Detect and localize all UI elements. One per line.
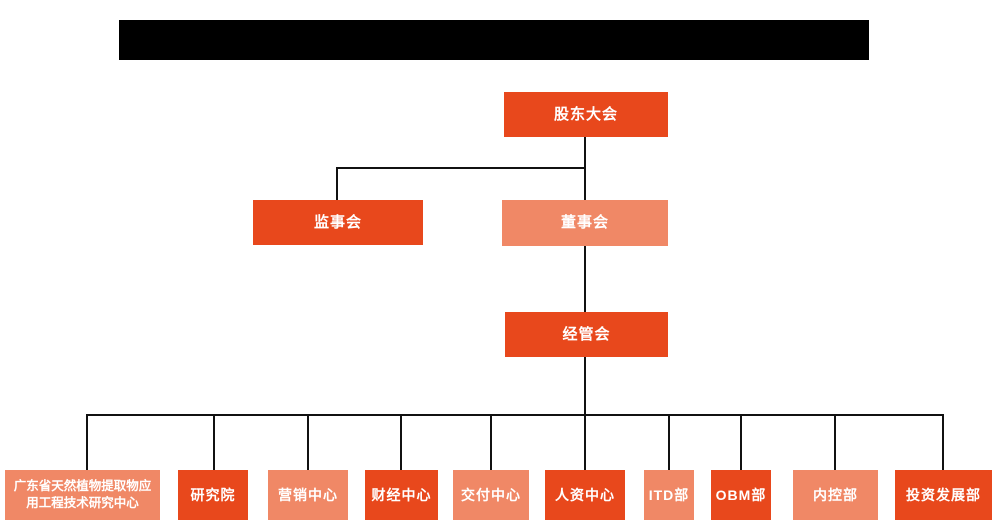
redacted-title-bar (119, 20, 869, 60)
connector-drop-research-center (86, 414, 88, 470)
connector-drop-finance (400, 414, 402, 470)
connector-drop-delivery (490, 414, 492, 470)
connector-distribution-horizontal (86, 414, 944, 416)
connector-board-management (584, 246, 586, 312)
connector-drop-itd (668, 414, 670, 470)
org-node-research-institute: 研究院 (178, 470, 248, 520)
org-node-obm-department: OBM部 (711, 470, 771, 520)
org-node-marketing-center: 营销中心 (268, 470, 348, 520)
org-node-management-committee: 经管会 (505, 312, 668, 357)
connector-drop-obm (740, 414, 742, 470)
org-node-supervisory-board: 监事会 (253, 200, 423, 245)
org-node-board-of-directors: 董事会 (502, 200, 668, 246)
org-node-delivery-center: 交付中心 (453, 470, 529, 520)
org-node-finance-center: 财经中心 (365, 470, 438, 520)
connector-drop-research-institute (213, 414, 215, 470)
connector-branch-horizontal (336, 167, 586, 169)
connector-management-drop (584, 357, 586, 470)
connector-supervisory-drop (336, 167, 338, 200)
org-node-hr-center: 人资中心 (545, 470, 625, 520)
connector-drop-internal-control (834, 414, 836, 470)
connector-drop-marketing (307, 414, 309, 470)
org-node-internal-control-department: 内控部 (793, 470, 878, 520)
org-node-research-center: 广东省天然植物提取物应 用工程技术研究中心 (5, 470, 160, 520)
connector-drop-investment (942, 414, 944, 470)
org-node-shareholders-meeting: 股东大会 (504, 92, 668, 137)
org-node-investment-development-department: 投资发展部 (895, 470, 992, 520)
org-node-itd-department: ITD部 (644, 470, 694, 520)
